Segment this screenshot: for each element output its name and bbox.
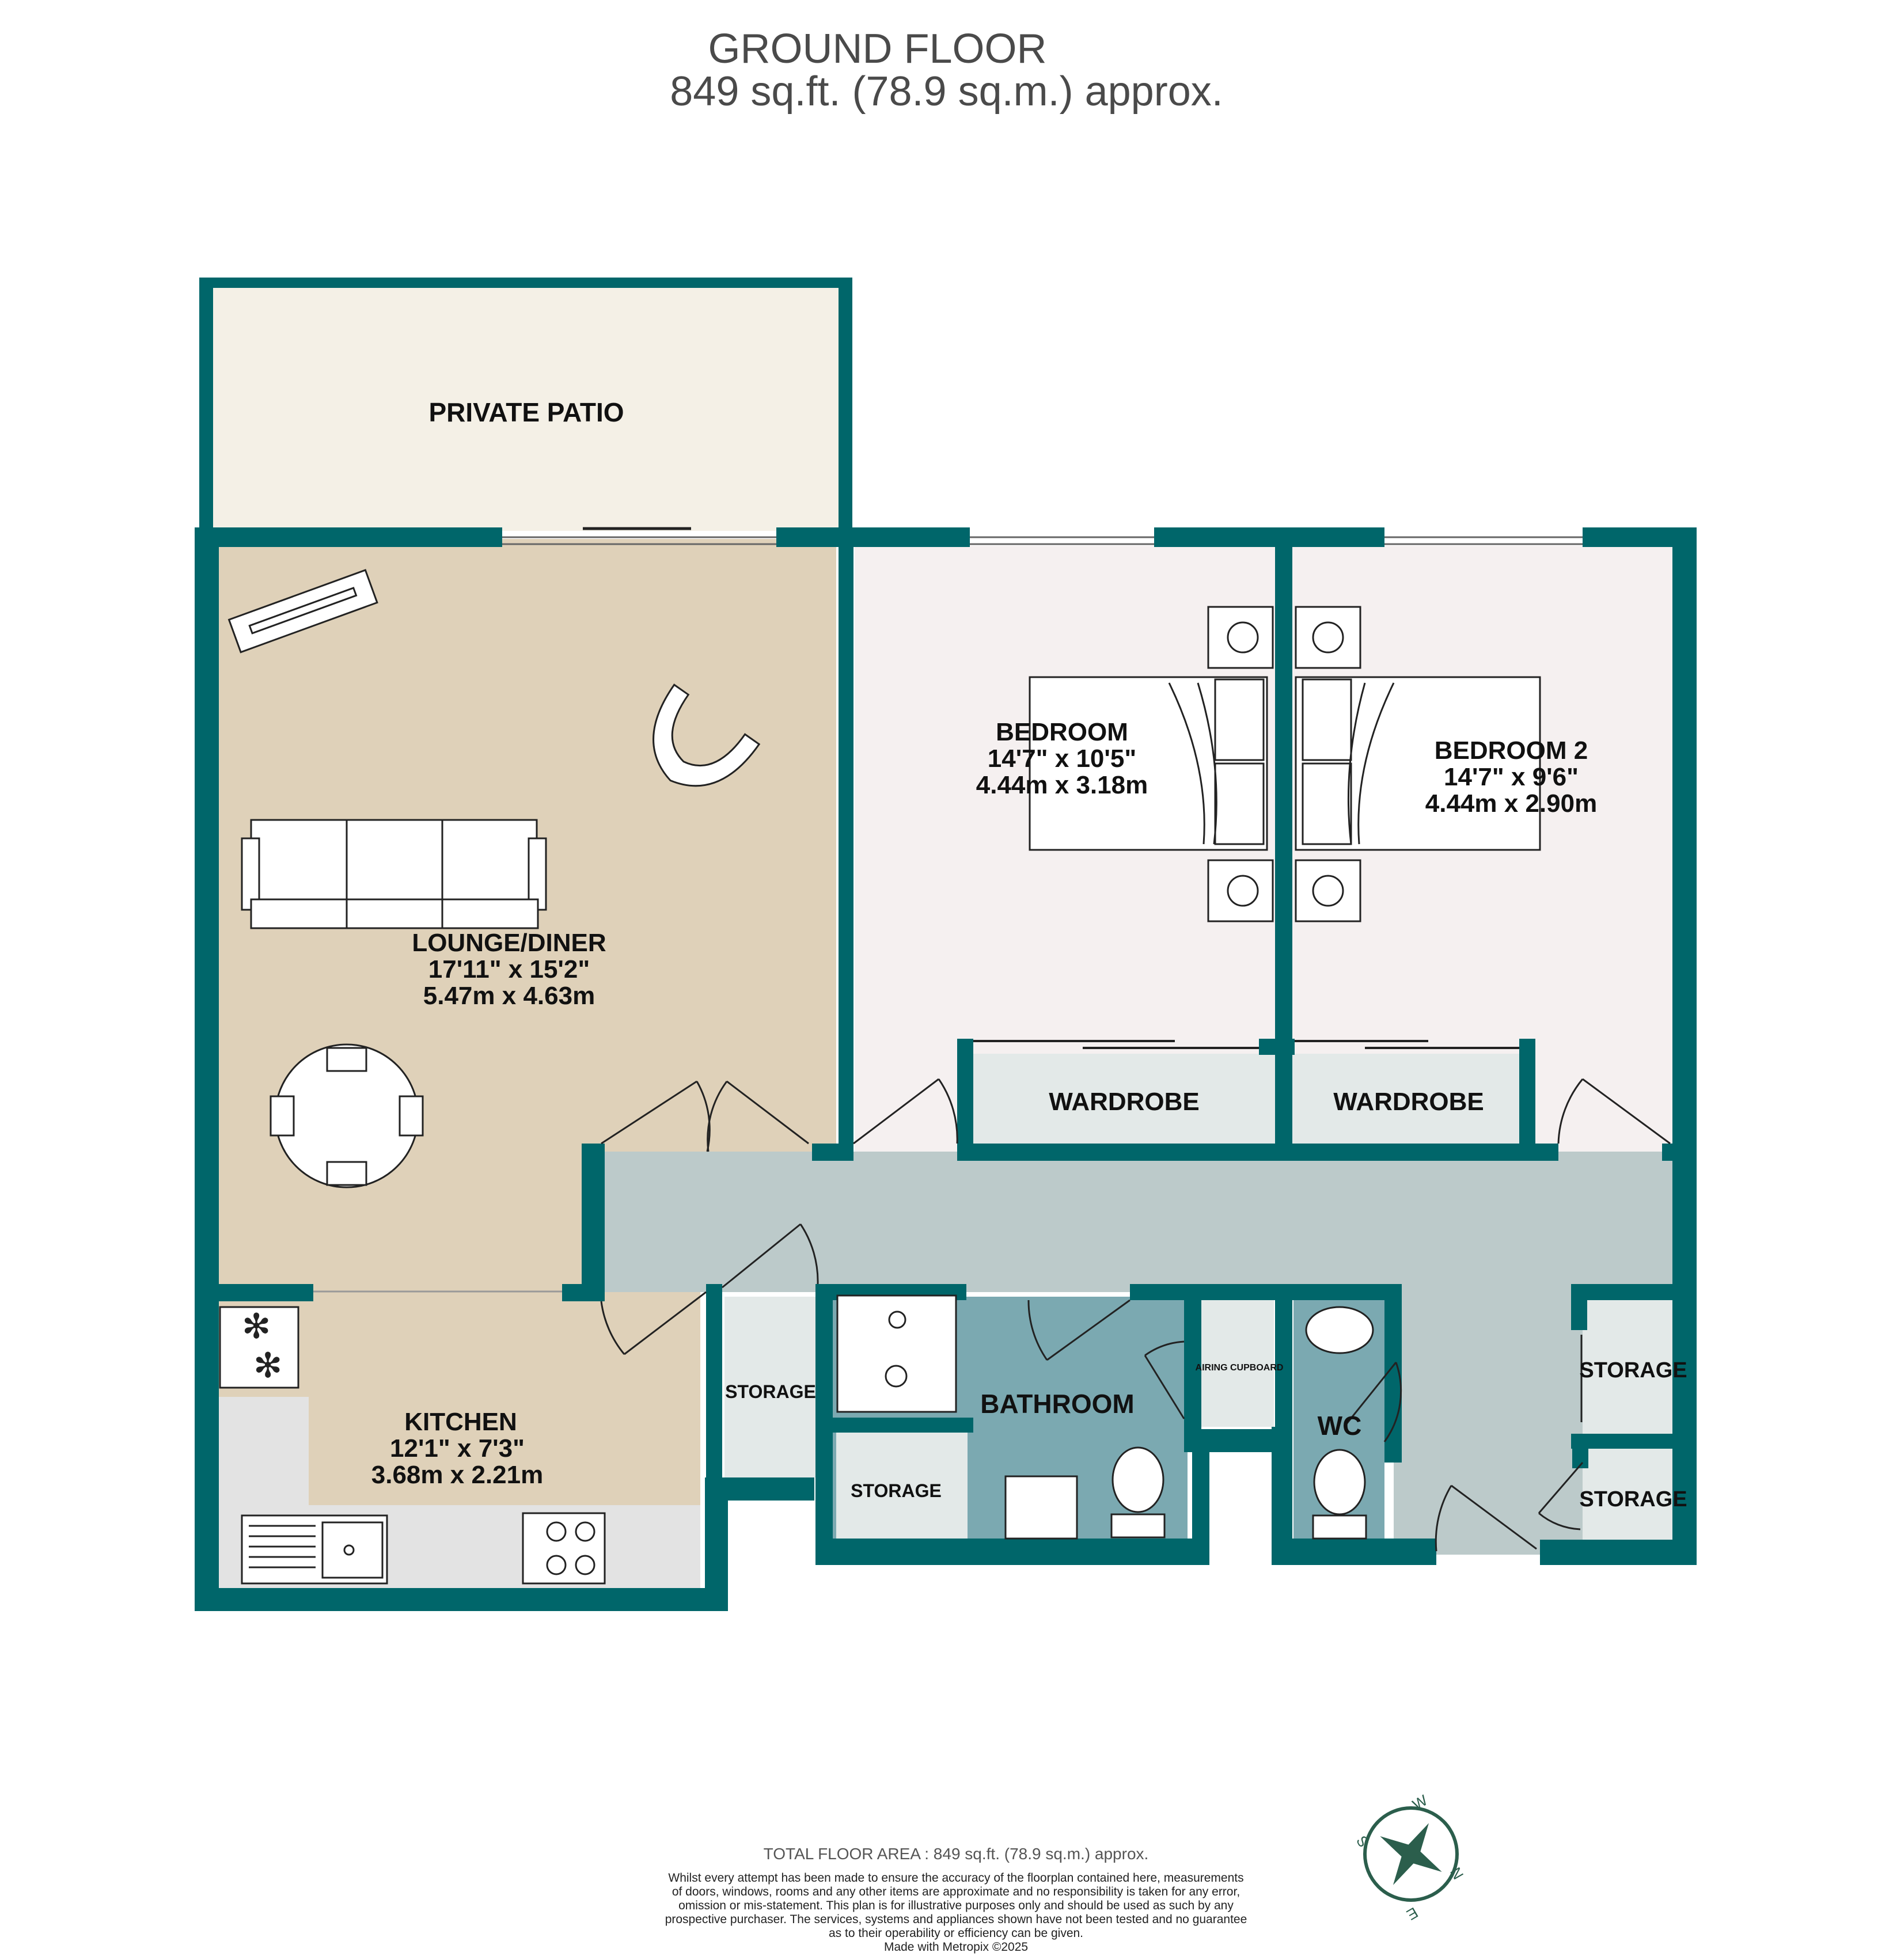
lounge-dim-imperial: 17'11" x 15'2" bbox=[428, 955, 590, 983]
wc-name: WC bbox=[1318, 1411, 1362, 1441]
total-floor-area: TOTAL FLOOR AREA : 849 sq.ft. (78.9 sq.m… bbox=[763, 1845, 1149, 1863]
storage-right-upper-name: STORAGE bbox=[1579, 1358, 1687, 1382]
storage-hall-name: STORAGE bbox=[725, 1381, 816, 1402]
fridge: ✻ ✻ bbox=[219, 1306, 299, 1389]
walls bbox=[195, 278, 1697, 1611]
airing-floor bbox=[1199, 1297, 1274, 1427]
wc-toilet bbox=[1312, 1449, 1367, 1540]
bath-basin bbox=[1004, 1475, 1078, 1540]
disclaimer-line-1: Whilst every attempt has been made to en… bbox=[668, 1871, 1244, 1885]
storage-right-upper-floor bbox=[1583, 1300, 1672, 1434]
tv-unit bbox=[227, 569, 378, 654]
bedroom1-dim-imperial: 14'7" x 10'5" bbox=[988, 745, 1136, 773]
hob bbox=[522, 1512, 606, 1585]
floor-title: GROUND FLOOR bbox=[708, 26, 1047, 72]
svg-text:✻: ✻ bbox=[242, 1307, 271, 1346]
kitchen-name: KITCHEN bbox=[404, 1408, 517, 1436]
kitchen-sink bbox=[241, 1514, 388, 1585]
disclaimer-line-3: omission or mis-statement. This plan is … bbox=[678, 1899, 1234, 1912]
bed-1 bbox=[1029, 676, 1268, 851]
bath-toilet bbox=[1110, 1446, 1166, 1539]
compass-e: E bbox=[1403, 1904, 1421, 1924]
dining-table bbox=[270, 1043, 424, 1188]
doors bbox=[600, 1078, 1671, 1552]
wardrobe1-name: WARDROBE bbox=[1049, 1088, 1200, 1116]
wardrobe2-name: WARDROBE bbox=[1333, 1088, 1484, 1116]
sofa bbox=[241, 819, 547, 929]
lounge-name: LOUNGE/DINER bbox=[412, 929, 606, 957]
bedroom2-name: BEDROOM 2 bbox=[1435, 736, 1588, 765]
storage-hall-floor bbox=[724, 1297, 819, 1477]
hall-floor bbox=[599, 1152, 1672, 1292]
windows bbox=[313, 527, 1583, 1293]
wardrobe2-floor bbox=[1290, 1054, 1532, 1146]
disclaimer-line-5: as to their operability or efficiency ca… bbox=[828, 1927, 1084, 1940]
patio-name: PRIVATE PATIO bbox=[428, 397, 624, 427]
disclaimer-line-2: of doors, windows, rooms and any other i… bbox=[672, 1885, 1240, 1898]
lounge-dim-metric: 5.47m x 4.63m bbox=[423, 982, 595, 1010]
wc-basin bbox=[1305, 1306, 1374, 1354]
patio-floor bbox=[207, 286, 843, 531]
bedroom1-name: BEDROOM bbox=[996, 718, 1128, 746]
bedroom2-dim-metric: 4.44m x 2.90m bbox=[1425, 789, 1597, 818]
compass-icon: N E S W bbox=[1353, 1791, 1467, 1924]
made-with-credit: Made with Metropix ©2025 bbox=[883, 1940, 1029, 1954]
wardrobe1-floor bbox=[970, 1054, 1276, 1146]
disclaimer-line-4: prospective purchaser. The services, sys… bbox=[665, 1913, 1247, 1926]
svg-text:✻: ✻ bbox=[253, 1346, 282, 1385]
storage-right-lower-floor bbox=[1583, 1448, 1672, 1540]
wardrobe-sliding-doors bbox=[973, 1040, 1583, 1422]
bathroom-name: BATHROOM bbox=[980, 1389, 1134, 1419]
kitchen-dim-imperial: 12'1" x 7'3" bbox=[390, 1434, 525, 1463]
storage-bath-name: STORAGE bbox=[851, 1480, 942, 1501]
shower bbox=[836, 1294, 957, 1413]
bedroom1-dim-metric: 4.44m x 3.18m bbox=[976, 771, 1148, 799]
bed-2 bbox=[1295, 676, 1541, 851]
storage-bath-floor bbox=[836, 1433, 968, 1539]
floor-area: 849 sq.ft. (78.9 sq.m.) approx. bbox=[670, 69, 1223, 115]
airing-name: AIRING CUPBOARD bbox=[1196, 1363, 1284, 1373]
armchair bbox=[653, 683, 761, 787]
furniture: ✻ ✻ bbox=[219, 569, 1541, 1585]
kitchen-dim-metric: 3.68m x 2.21m bbox=[371, 1461, 543, 1489]
bedroom2-dim-imperial: 14'7" x 9'6" bbox=[1444, 763, 1579, 791]
storage-right-lower-name: STORAGE bbox=[1579, 1487, 1687, 1511]
bedside-tables bbox=[1207, 606, 1361, 922]
